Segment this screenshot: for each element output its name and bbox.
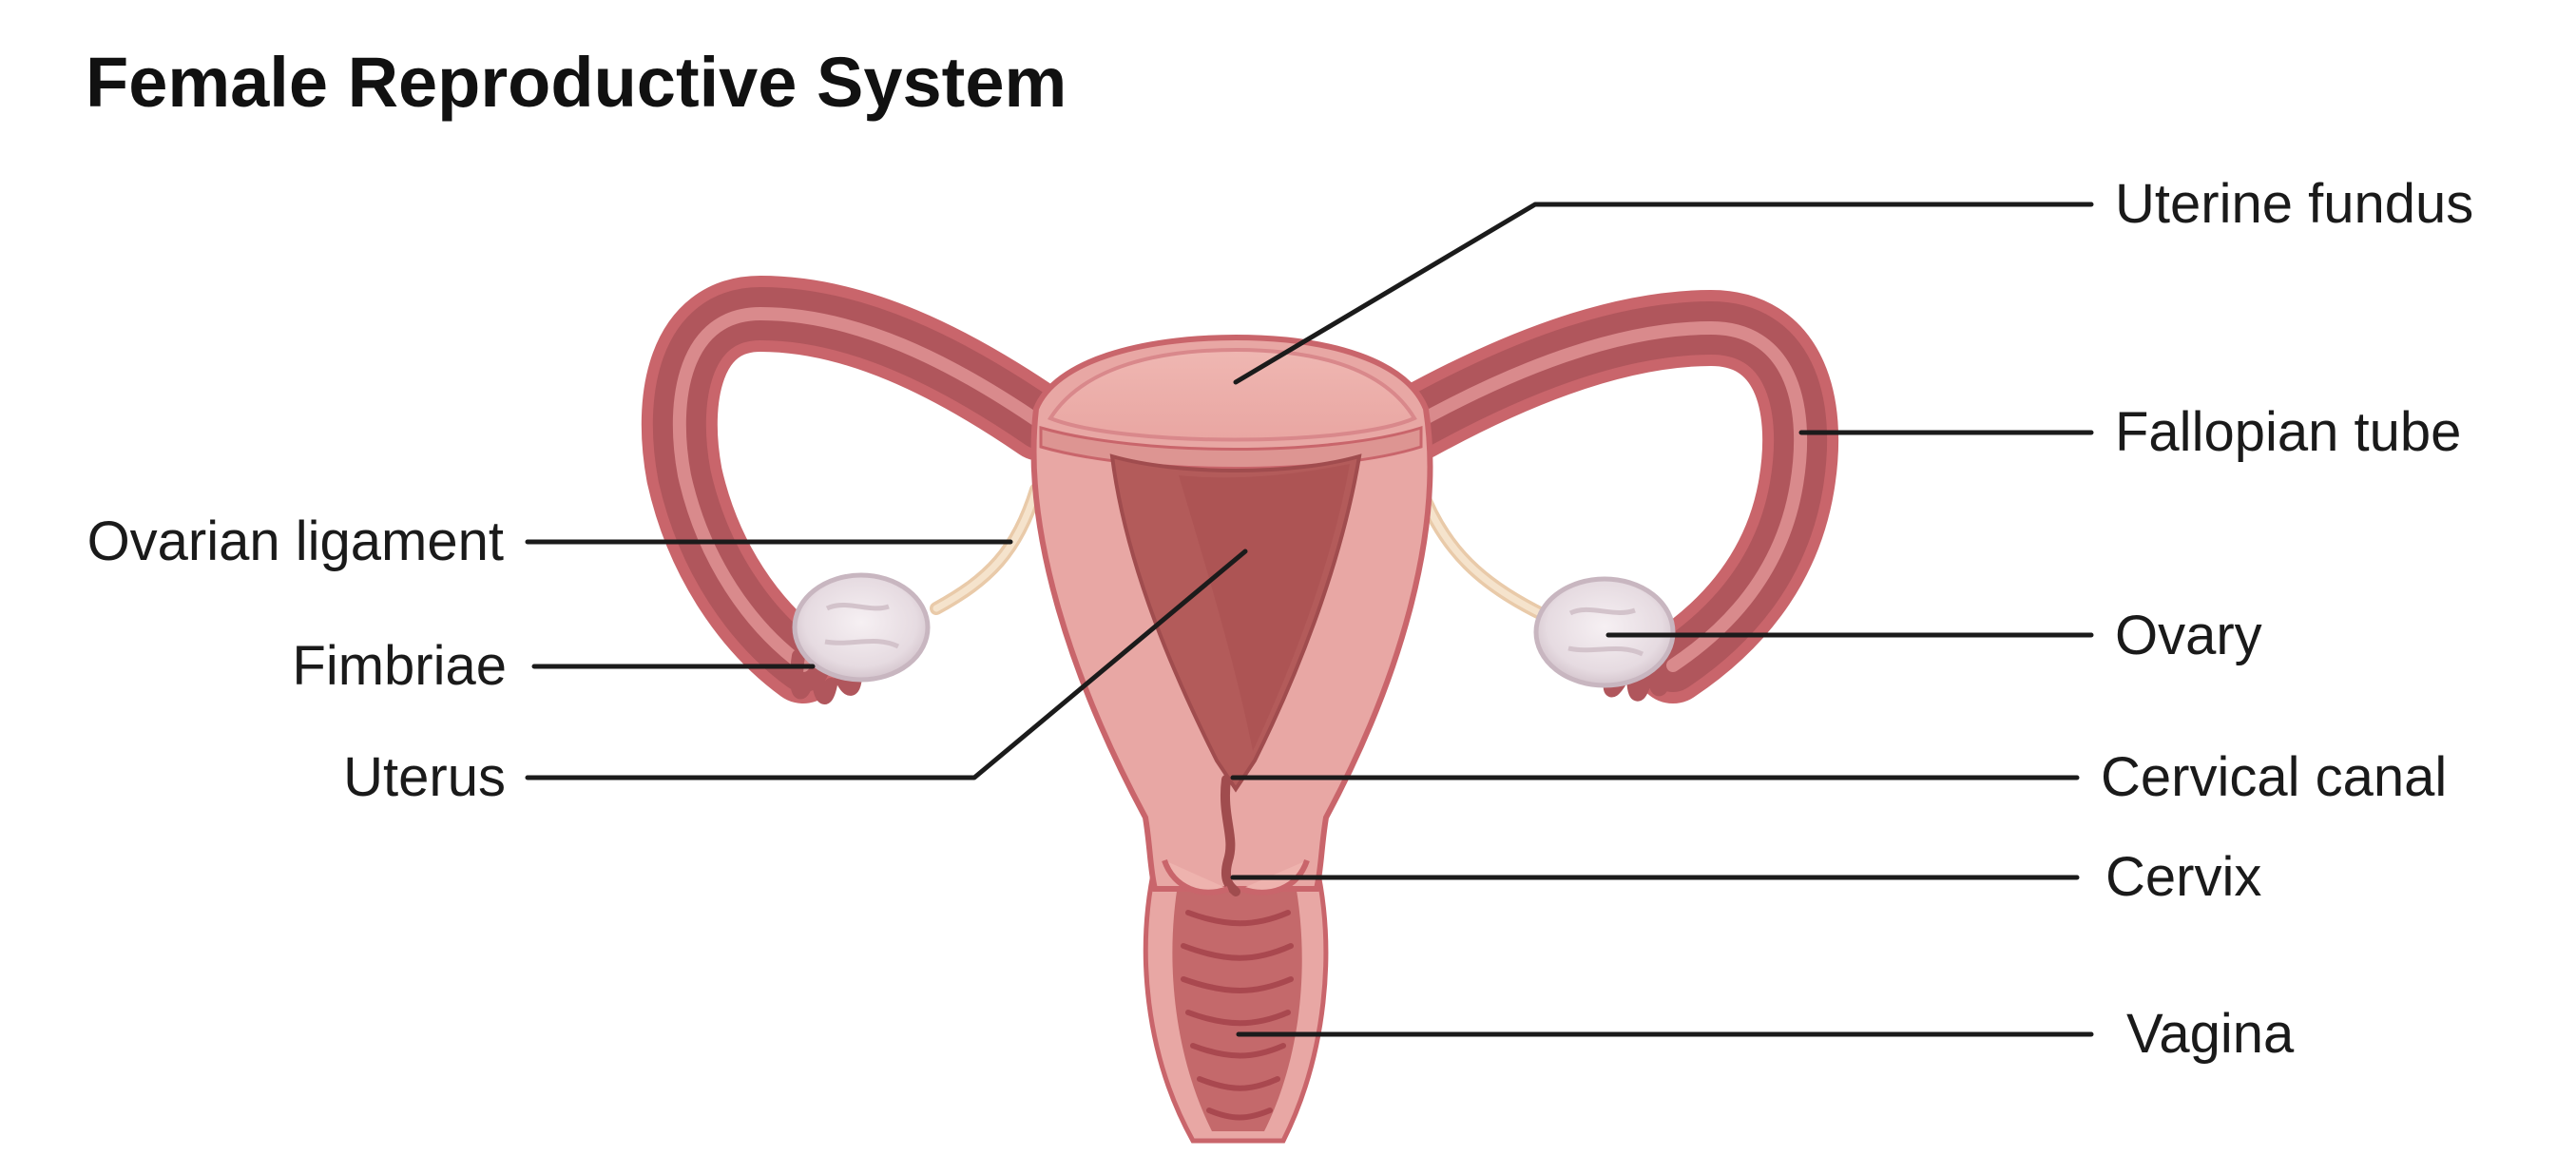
cervical-canal (1221, 775, 1240, 896)
uterine-fundus-dome (1048, 347, 1417, 442)
label-uterine-fundus: Uterine fundus (2115, 173, 2473, 235)
leader-uterine-fundus (1233, 202, 2094, 385)
label-fimbriae: Fimbriae (292, 635, 507, 697)
label-uterus: Uterus (343, 746, 506, 808)
left-ovary (792, 572, 931, 683)
labels: Uterine fundus Fallopian tube Ovary Cerv… (87, 173, 2474, 1065)
left-ovarian-ligament-core (932, 486, 1040, 612)
leader-lines (525, 202, 2094, 1037)
page-title: Female Reproductive System (86, 43, 1067, 122)
left-ovary-texture (824, 603, 900, 649)
left-ovarian-ligament (930, 483, 1043, 615)
vagina-canal (1172, 879, 1302, 1131)
right-ovarian-ligament (1414, 483, 1547, 620)
right-ovarian-ligament-core (1417, 486, 1544, 617)
cervix-left-lip (1162, 858, 1230, 896)
uterine-cavity-shade (1179, 464, 1350, 751)
label-cervix: Cervix (2105, 846, 2261, 908)
uterus-illustration (641, 275, 1839, 1144)
label-ovary: Ovary (2115, 605, 2262, 666)
leader-uterus (525, 549, 1248, 780)
right-ovary-texture (1567, 607, 1644, 657)
label-fallopian-tube: Fallopian tube (2115, 401, 2461, 463)
left-fallopian-tube-lumen (672, 306, 1048, 672)
label-vagina: Vagina (2126, 1003, 2295, 1065)
right-ovary (1533, 576, 1676, 688)
label-ovarian-ligament: Ovarian ligament (87, 510, 504, 572)
vaginal-rugae (1181, 910, 1294, 1121)
right-fallopian-tube-lumen (1410, 320, 1808, 672)
label-cervical-canal: Cervical canal (2101, 746, 2447, 808)
